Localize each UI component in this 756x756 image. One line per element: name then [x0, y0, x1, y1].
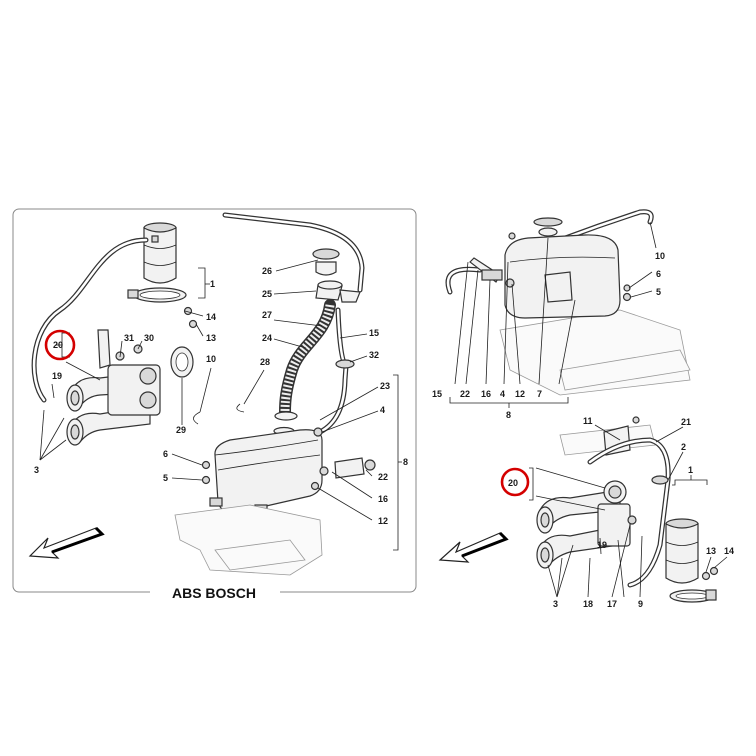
label-20-left: 20 [53, 340, 63, 350]
label-14: 14 [206, 312, 216, 322]
horn-assembly [66, 364, 161, 446]
caption-background [150, 582, 280, 602]
label-r-21: 21 [681, 417, 691, 427]
right-filter-canister [665, 518, 717, 603]
label-31: 31 [124, 333, 134, 343]
right-fuel-pump [469, 257, 515, 288]
label-3: 3 [34, 465, 39, 475]
label-r-4: 4 [500, 389, 505, 399]
label-29: 29 [176, 425, 186, 435]
right-direction-arrow [438, 531, 509, 563]
right-horn-assembly [536, 480, 637, 569]
label-12: 12 [378, 516, 388, 526]
right-panel: 15 22 16 4 12 7 8 10 6 5 11 21 2 1 20 19… [432, 209, 734, 609]
label-22: 22 [378, 472, 388, 482]
label-r-22: 22 [460, 389, 470, 399]
label-24: 24 [262, 333, 272, 343]
lock-ring [170, 346, 194, 378]
label-16: 16 [378, 494, 388, 504]
left-fuel-pump [319, 457, 376, 479]
label-r-18: 18 [583, 599, 593, 609]
label-26: 26 [262, 266, 272, 276]
label-r-11: 11 [583, 416, 593, 426]
label-r-6: 6 [656, 269, 661, 279]
label-r-9: 9 [638, 599, 643, 609]
label-6: 6 [163, 449, 168, 459]
label-r-15: 15 [432, 389, 442, 399]
left-direction-arrow [28, 526, 105, 559]
label-r-10: 10 [655, 251, 665, 261]
label-r-2: 2 [681, 442, 686, 452]
label-28: 28 [260, 357, 270, 367]
filler-neck [315, 280, 361, 303]
highlight-ring-right [500, 467, 530, 497]
filter-canister [143, 222, 177, 284]
filter-clamp [127, 287, 187, 303]
label-r-20: 20 [508, 478, 518, 488]
label-r-5: 5 [656, 287, 661, 297]
label-27: 27 [262, 310, 272, 320]
label-r-14: 14 [724, 546, 734, 556]
highlight-ring-left [44, 329, 76, 361]
label-10: 10 [206, 354, 216, 364]
label-r-3: 3 [553, 599, 558, 609]
label-32: 32 [369, 350, 379, 360]
label-r-19: 19 [597, 540, 607, 550]
label-r-8: 8 [506, 410, 511, 420]
label-r-12: 12 [515, 389, 525, 399]
label-r-7: 7 [537, 389, 542, 399]
label-r-17: 17 [607, 599, 617, 609]
label-13: 13 [206, 333, 216, 343]
right-tank [504, 217, 621, 319]
label-25: 25 [262, 289, 272, 299]
label-1: 1 [210, 279, 215, 289]
left-panel: ABS BOSCH [12, 208, 417, 602]
label-19: 19 [52, 371, 62, 381]
label-4: 4 [380, 405, 385, 415]
label-30: 30 [144, 333, 154, 343]
label-23: 23 [380, 381, 390, 391]
label-15: 15 [369, 328, 379, 338]
label-5: 5 [163, 473, 168, 483]
label-r-1: 1 [688, 465, 693, 475]
filler-cap [312, 248, 340, 276]
label-r-16: 16 [481, 389, 491, 399]
label-8: 8 [403, 457, 408, 467]
left-tank [209, 429, 323, 514]
label-r-13: 13 [706, 546, 716, 556]
caption-abs-bosch: ABS BOSCH [172, 585, 256, 601]
